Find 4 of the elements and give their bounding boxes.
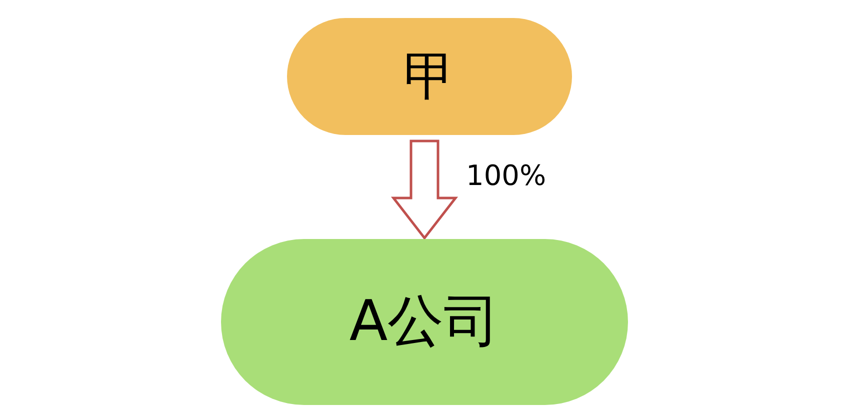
block-arrow (390, 140, 458, 240)
edge-label: 100% (466, 162, 546, 190)
node-label: A公司 (349, 294, 500, 350)
node-label: 甲 (404, 50, 456, 102)
